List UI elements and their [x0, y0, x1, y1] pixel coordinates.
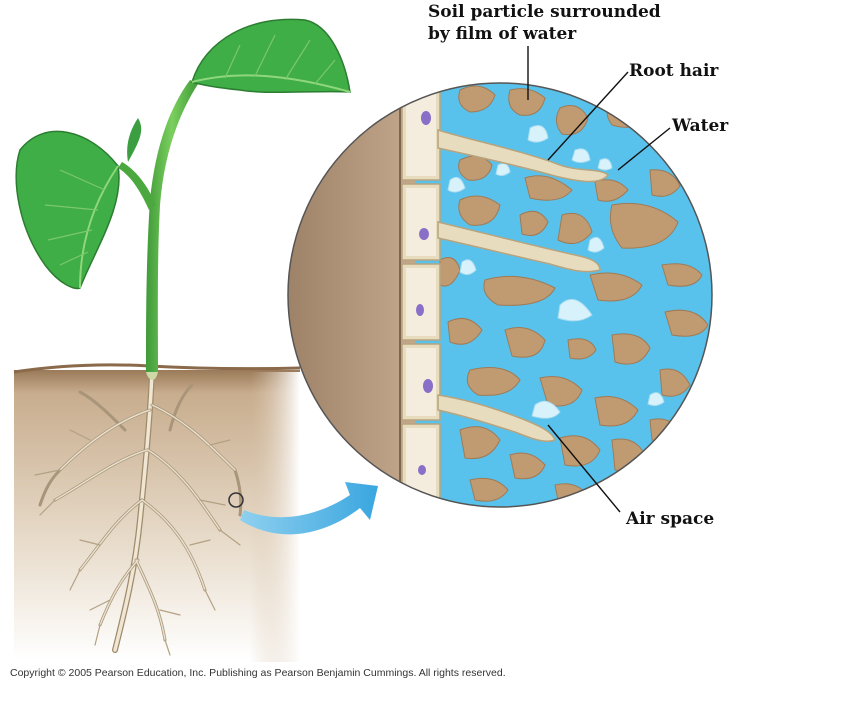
cell-nuclei: [416, 111, 433, 475]
magnification-arrow: [240, 482, 378, 535]
root-hair-leader: [547, 71, 629, 161]
plant-leaves: [15, 18, 351, 290]
soil-particle-label-line1: Soil particle surrounded: [428, 2, 661, 22]
root-hair-label: Root hair: [629, 61, 719, 81]
root-hairs: [437, 128, 610, 443]
plant-stem: [118, 80, 198, 380]
soil-particle-label: Soil particle surrounded by film of wate…: [428, 1, 661, 45]
air-spaces: [447, 125, 665, 419]
plant-roots: [34, 369, 244, 656]
leader-lines: [527, 46, 671, 513]
air-space-label: Air space: [626, 509, 715, 529]
soil-particle-label-line2: by film of water: [428, 24, 577, 44]
magnified-view: [287, 82, 713, 508]
water-leader: [617, 127, 671, 171]
magnified-region-marker: [228, 492, 244, 508]
copyright-notice: Copyright © 2005 Pearson Education, Inc.…: [10, 667, 506, 679]
air-space-leader: [547, 424, 621, 513]
water-label: Water: [672, 116, 729, 136]
